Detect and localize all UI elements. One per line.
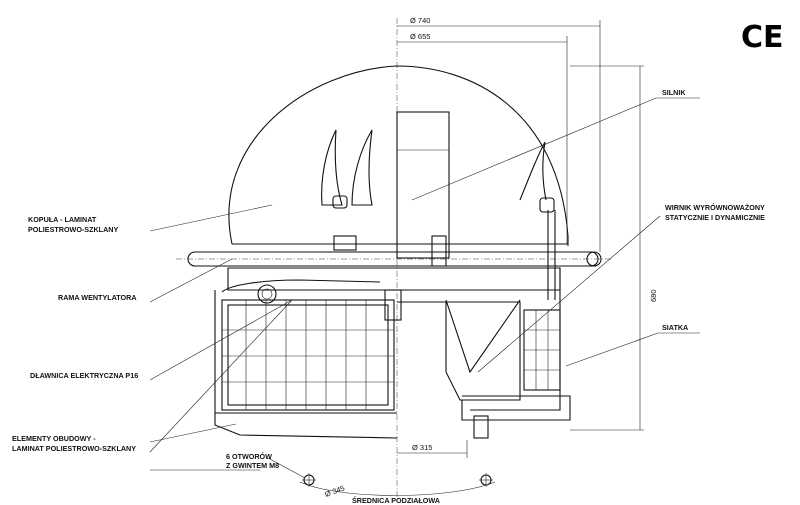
- label-kopula-2: POLIESTROWO-SZKLANY: [28, 225, 118, 234]
- label-rama: RAMA WENTYLATORA: [58, 293, 137, 302]
- dim-680: 680: [649, 289, 658, 302]
- dim-315: Ø 315: [412, 443, 432, 452]
- label-silnik: SILNIK: [662, 88, 686, 97]
- label-otwory-2: Z GWINTEM M8: [226, 461, 279, 470]
- label-siatka: SIATKA: [662, 323, 688, 332]
- dim-655: Ø 655: [410, 32, 430, 41]
- leader-lines: [149, 97, 700, 479]
- dim-345: Ø 345: [324, 483, 346, 498]
- label-elementy-1: ELEMENTY OBUDOWY -: [12, 434, 96, 443]
- impeller: [384, 210, 571, 439]
- label-otwory-1: 6 OTWORÓW: [226, 452, 272, 461]
- dim-740: Ø 740: [410, 16, 430, 25]
- dimension-lines: [397, 20, 644, 458]
- label-elementy-2: LAMINAT POLIESTROWO-SZKLANY: [12, 444, 136, 453]
- housing: [214, 279, 398, 439]
- motor: [396, 111, 450, 267]
- label-srednica: ŚREDNICA PODZIAŁOWA: [352, 496, 440, 505]
- label-wirnik-2: STATYCZNIE I DYNAMICZNIE: [665, 213, 765, 222]
- label-wirnik-1: WIRNIK WYRÓWNOWAŻONY: [665, 203, 765, 212]
- ce-mark: CE: [741, 20, 784, 55]
- label-kopula-1: KOPUŁA - LAMINAT: [28, 215, 97, 224]
- label-dlawnica: DŁAWNICA ELEKTRYCZNA P16: [30, 371, 138, 380]
- dome: [228, 65, 569, 246]
- mounting-holes: [299, 473, 496, 496]
